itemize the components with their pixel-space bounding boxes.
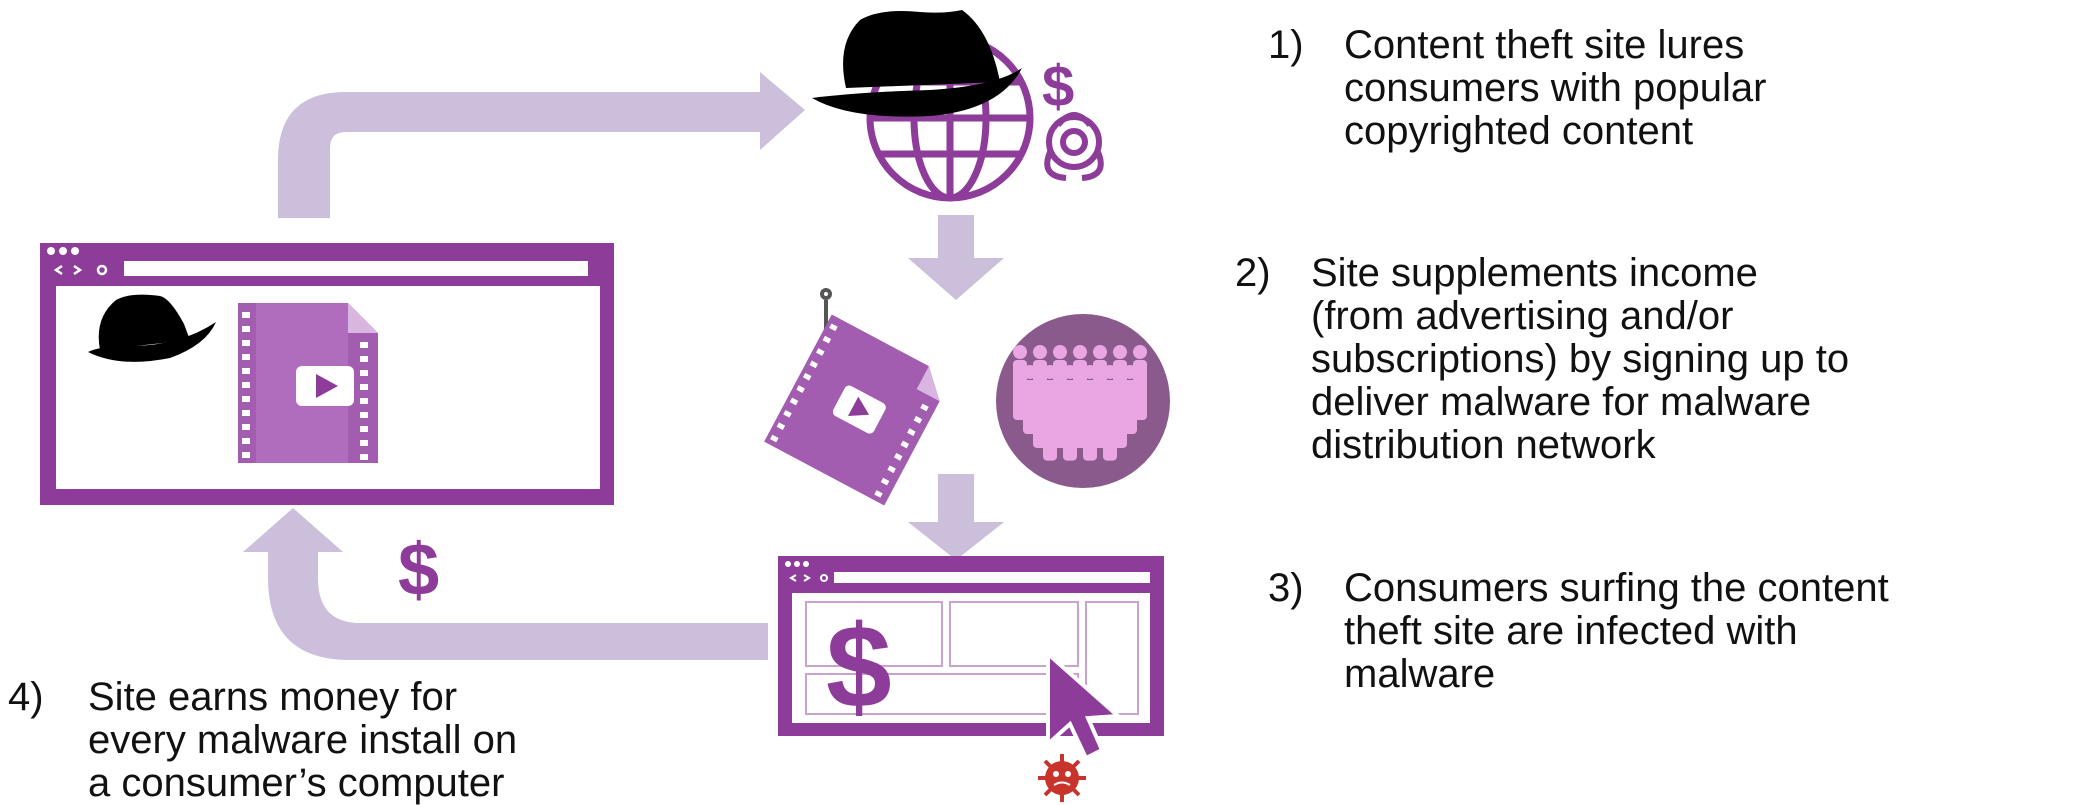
fedora-hat-icon xyxy=(812,10,1022,117)
arrow-dollar-sign: $ xyxy=(398,528,439,611)
bottom-browser-window: $ xyxy=(778,556,1164,761)
crowd-person-head xyxy=(1113,385,1127,399)
lure-film-icon xyxy=(764,314,940,506)
window-dots xyxy=(47,247,79,255)
crowd-person-body xyxy=(1063,418,1077,461)
crowd-person-head xyxy=(1023,365,1037,379)
crowd-person-body xyxy=(1043,418,1057,461)
step-1-text: Content theft site lures consumers with … xyxy=(1344,23,1767,153)
film-video-icon xyxy=(238,303,378,463)
arrow-bottom-window-to-left-window xyxy=(243,508,768,660)
step-3: 3) Consumers surfing the content theft s… xyxy=(1268,567,1889,696)
step-3-number: 3) xyxy=(1268,566,1304,610)
arrow-globe-down xyxy=(908,215,1004,300)
window-dollar-sign: $ xyxy=(826,601,892,733)
step-2: 2) Site supplements income (from adverti… xyxy=(1235,252,1849,467)
crowd-person-head xyxy=(1083,365,1097,379)
step-3-text: Consumers surfing the content theft site… xyxy=(1344,566,1889,696)
step-4-text: Site earns money for every malware insta… xyxy=(88,675,518,805)
crowd-person-head xyxy=(1123,365,1137,379)
crowd-person-head xyxy=(1083,403,1097,417)
fedora-hat-icon xyxy=(88,294,216,362)
globe-dollar-sign: $ xyxy=(1042,54,1074,119)
biohazard-icon xyxy=(1044,112,1104,181)
crowd-person-head xyxy=(1063,403,1077,417)
crowd-person-body xyxy=(1103,418,1117,461)
crowd-person-head xyxy=(1103,365,1117,379)
crowd-person-head xyxy=(1073,345,1087,359)
crowd-person-head xyxy=(1113,345,1127,359)
crowd-person-head xyxy=(1033,345,1047,359)
step-2-text: Site supplements income (from advertisin… xyxy=(1311,251,1850,467)
crowd-icon xyxy=(1013,345,1147,461)
crowd-person-body xyxy=(1083,418,1097,461)
crowd-person-head xyxy=(1103,403,1117,417)
step-1-number: 1) xyxy=(1268,23,1304,67)
step-1: 1) Content theft site lures consumers wi… xyxy=(1268,24,1766,153)
crowd-person-head xyxy=(1093,385,1107,399)
crowd-person-head xyxy=(1073,385,1087,399)
crowd-person-head xyxy=(1053,385,1067,399)
crowd-person-head xyxy=(1043,403,1057,417)
crowd-person-head xyxy=(1043,365,1057,379)
step-2-number: 2) xyxy=(1235,251,1271,295)
step-4-number: 4) xyxy=(8,675,44,719)
crowd-person-head xyxy=(1013,345,1027,359)
arrow-left-window-to-globe xyxy=(278,72,805,218)
step-4: 4) Site earns money for every malware in… xyxy=(8,676,517,805)
crowd-person-head xyxy=(1033,385,1047,399)
crowd-person-head xyxy=(1093,345,1107,359)
crowd-person-head xyxy=(1053,345,1067,359)
arrow-lure-down xyxy=(908,474,1004,560)
virus-bug-icon xyxy=(1038,754,1086,802)
nav-arrows-icon xyxy=(53,264,108,276)
crowd-person-head xyxy=(1133,345,1147,359)
mouse-cursor-icon xyxy=(1046,649,1123,761)
crowd-person-head xyxy=(1063,365,1077,379)
address-bar xyxy=(124,261,588,276)
left-browser-window xyxy=(40,243,614,505)
